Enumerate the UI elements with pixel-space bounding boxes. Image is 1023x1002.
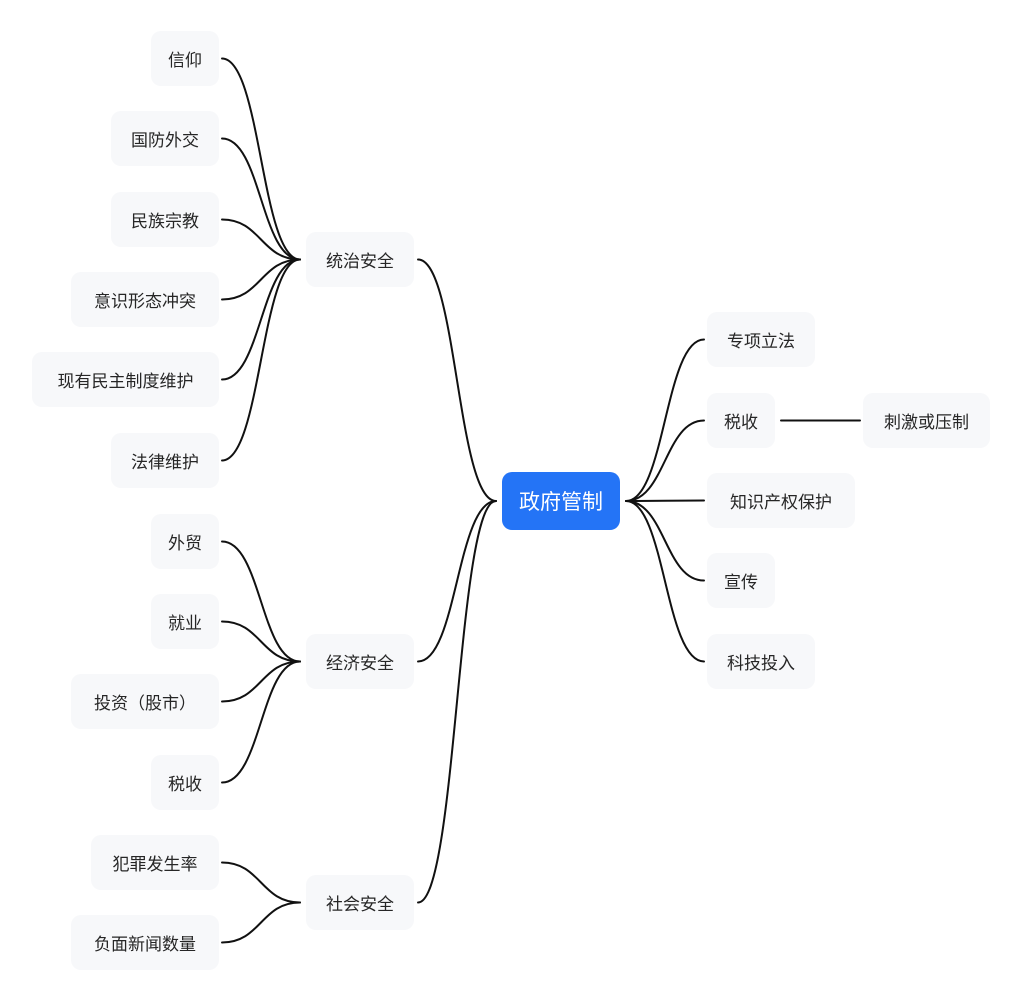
- connector-root-special-legislation: [625, 338, 705, 502]
- leaf-stimulate-suppress[interactable]: 刺激或压制: [863, 393, 990, 448]
- branch-economic-security[interactable]: 经济安全: [306, 634, 414, 689]
- leaf-crime-rate[interactable]: 犯罪发生率: [91, 835, 219, 890]
- connector-rule-security-belief: [221, 57, 301, 261]
- connector-root-taxation: [625, 419, 705, 502]
- leaf-negative-news[interactable]: 负面新闻数量: [71, 915, 219, 970]
- connector-economic-security-foreign-trade: [221, 540, 301, 663]
- branch-tech-investment[interactable]: 科技投入: [707, 634, 815, 689]
- connector-rule-security-ideology-conflict: [221, 258, 301, 301]
- root-node[interactable]: 政府管制: [502, 472, 620, 530]
- connector-rule-security-democracy-maintenance: [221, 258, 301, 381]
- connector-root-rule-security: [417, 258, 497, 502]
- connector-root-social-security: [417, 500, 497, 904]
- branch-rule-security[interactable]: 统治安全: [306, 232, 414, 287]
- connector-rule-security-ethnicity-religion: [221, 218, 301, 261]
- connector-root-ip-protection: [625, 499, 705, 502]
- leaf-taxation-econ[interactable]: 税收: [151, 755, 219, 810]
- connector-rule-security-law-maintenance: [221, 258, 301, 462]
- connector-social-security-crime-rate: [221, 861, 301, 904]
- leaf-foreign-trade[interactable]: 外贸: [151, 514, 219, 569]
- leaf-law-maintenance[interactable]: 法律维护: [111, 433, 219, 488]
- connector-root-tech-investment: [625, 500, 705, 663]
- branch-taxation[interactable]: 税收: [707, 393, 775, 448]
- leaf-belief[interactable]: 信仰: [151, 31, 219, 86]
- leaf-ethnicity-religion[interactable]: 民族宗教: [111, 192, 219, 247]
- leaf-employment[interactable]: 就业: [151, 594, 219, 649]
- connector-economic-security-investment: [221, 660, 301, 703]
- leaf-defense-diplomacy[interactable]: 国防外交: [111, 111, 219, 166]
- connector-root-economic-security: [417, 500, 497, 663]
- connector-root-propaganda: [625, 500, 705, 582]
- connector-economic-security-employment: [221, 620, 301, 663]
- leaf-investment[interactable]: 投资（股市）: [71, 674, 219, 729]
- connector-economic-security-taxation-econ: [221, 660, 301, 784]
- branch-social-security[interactable]: 社会安全: [306, 875, 414, 930]
- leaf-democracy-maintenance[interactable]: 现有民主制度维护: [32, 352, 219, 407]
- connector-rule-security-defense-diplomacy: [221, 137, 301, 261]
- branch-propaganda[interactable]: 宣传: [707, 553, 775, 608]
- branch-ip-protection[interactable]: 知识产权保护: [707, 473, 855, 528]
- leaf-ideology-conflict[interactable]: 意识形态冲突: [71, 272, 219, 327]
- connector-social-security-negative-news: [221, 901, 301, 944]
- branch-special-legislation[interactable]: 专项立法: [707, 312, 815, 367]
